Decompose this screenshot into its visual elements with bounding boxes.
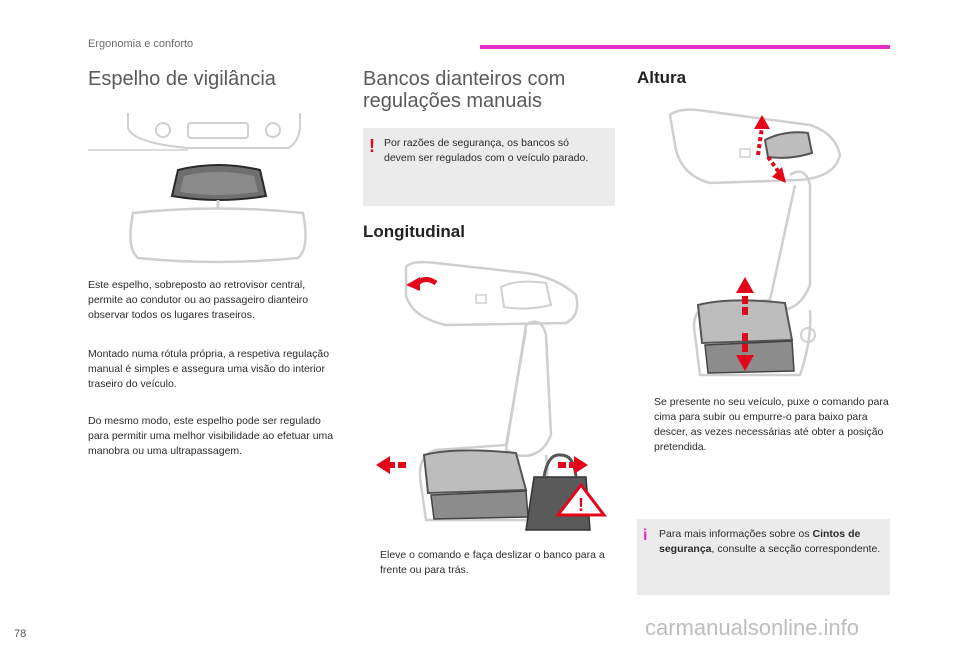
longitudinal-subtitle: Longitudinal: [363, 222, 465, 241]
watermark: carmanualsonline.info: [645, 615, 860, 640]
mirror-paragraph-2: Montado numa rótula própria, a respetiva…: [88, 348, 330, 390]
warning-text: Por razões de segurança, os bancos só de…: [384, 137, 589, 164]
svg-text:!: !: [578, 495, 584, 515]
seats-title-line1: Bancos dianteiros com: [363, 68, 566, 90]
header-accent-bar: [480, 45, 890, 49]
seats-title-line2: regulações manuais: [363, 90, 542, 112]
section-header: Ergonomia e conforto: [88, 38, 194, 50]
info-text-pre: Para mais informações sobre os: [659, 528, 813, 540]
height-subtitle: Altura: [637, 68, 687, 87]
longitudinal-instruction: Eleve o comando e faça deslizar o banco …: [380, 549, 605, 576]
longitudinal-seat-illustration: !: [376, 260, 608, 531]
page-number: 78: [14, 628, 27, 640]
mirror-title: Espelho de vigilância: [88, 68, 276, 90]
info-box: i Para mais informações sobre os Cintos …: [637, 519, 890, 595]
info-link-seatbelts: Cintos de segurança: [659, 528, 861, 555]
safety-warning-box: ! Por razões de segurança, os bancos só …: [363, 128, 615, 206]
mirror-paragraph-1: Este espelho, sobreposto ao retrovisor c…: [88, 279, 309, 321]
info-text-post: , consulte a secção correspondente.: [711, 543, 881, 555]
mirror-illustration: [88, 113, 307, 264]
mirror-paragraph-3: Do mesmo modo, este espelho pode ser reg…: [88, 415, 334, 457]
info-icon: i: [643, 527, 648, 544]
info-text: Para mais informações sobre os Cintos de…: [659, 527, 881, 557]
warning-icon: !: [369, 136, 375, 156]
height-seat-illustration: [668, 108, 842, 377]
height-instruction: Se presente no seu veículo, puxe o coman…: [654, 396, 889, 453]
